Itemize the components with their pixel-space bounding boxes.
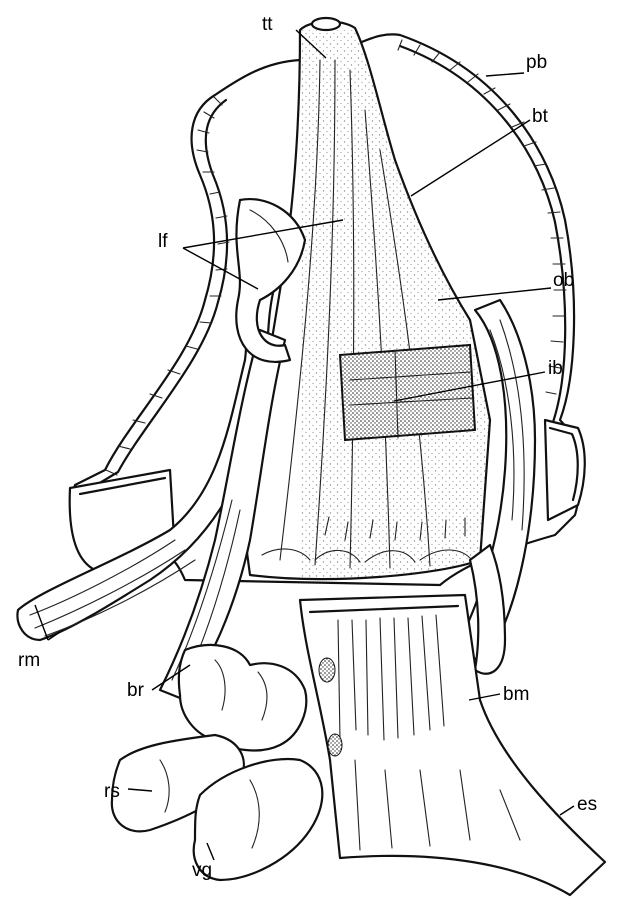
- right-flap: [545, 420, 585, 520]
- label-bm: bm: [503, 684, 529, 705]
- label-tt: tt: [262, 14, 273, 35]
- brain-lobes: [179, 645, 306, 750]
- label-rm: rm: [18, 650, 40, 671]
- label-vg: vg: [192, 860, 212, 881]
- label-ib: ib: [548, 358, 563, 379]
- label-bt: bt: [532, 106, 549, 127]
- label-lf: lf: [158, 231, 168, 252]
- label-pb: pb: [526, 52, 547, 73]
- label-br: br: [127, 680, 145, 701]
- inner-band: [340, 345, 475, 440]
- buccal-mass-esophagus: [300, 595, 605, 895]
- label-rs: rs: [104, 781, 120, 802]
- label-es: es: [577, 794, 597, 815]
- label-ob: ob: [553, 270, 574, 291]
- lower-lobes: [112, 735, 322, 880]
